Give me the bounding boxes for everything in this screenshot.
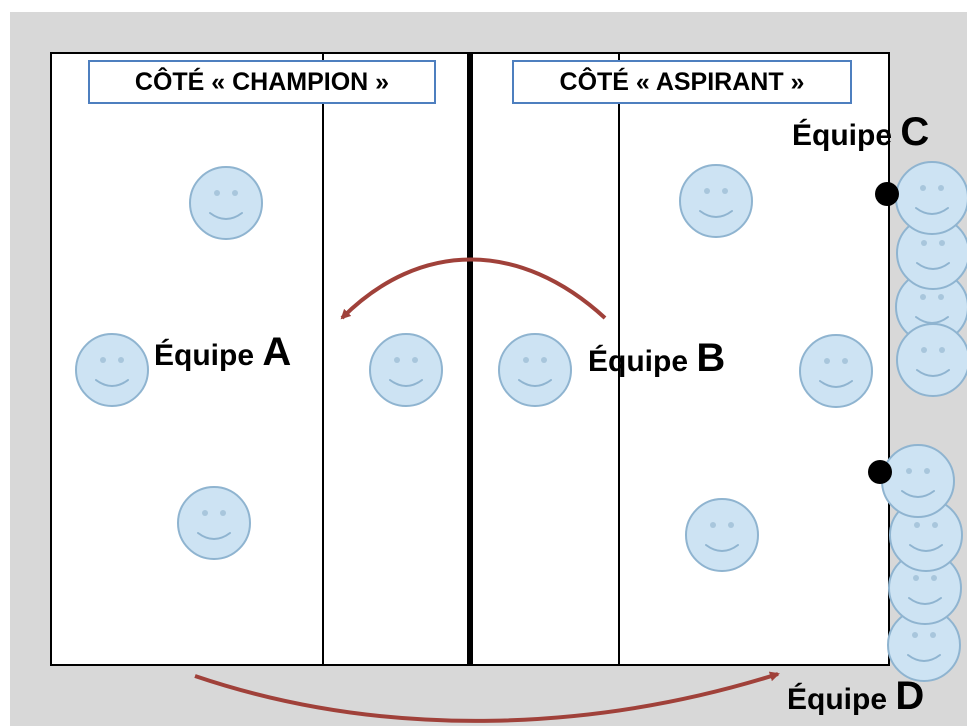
team-label-c-prefix: Équipe — [792, 119, 901, 152]
player-smiley-icon-team-a — [75, 333, 149, 407]
team-label-c: Équipe C — [792, 112, 929, 152]
rotation-arrow-to-d — [194, 671, 780, 723]
side-label-aspirant: CÔTÉ « ASPIRANT » — [512, 60, 852, 104]
team-label-a-prefix: Équipe — [154, 339, 263, 372]
team-label-c-letter: C — [900, 110, 930, 154]
entry-dot-d — [868, 460, 892, 484]
player-smiley-icon-team-d — [881, 444, 955, 518]
rotation-arrow-b-to-a — [340, 257, 607, 320]
player-smiley-icon-team-a — [369, 333, 443, 407]
player-smiley-icon-team-b — [685, 498, 759, 572]
player-smiley-icon-team-c — [896, 323, 967, 397]
team-label-d-prefix: Équipe — [787, 683, 896, 716]
players-layer — [75, 161, 967, 682]
player-smiley-icon-team-b — [498, 333, 572, 407]
player-smiley-icon-team-b — [799, 334, 873, 408]
side-label-champion: CÔTÉ « CHAMPION » — [88, 60, 436, 104]
team-label-d: Équipe D — [787, 676, 924, 716]
attack-line-aspirant — [618, 52, 620, 666]
team-label-d-letter: D — [895, 674, 925, 718]
player-smiley-icon-team-b — [679, 164, 753, 238]
team-label-a: Équipe A — [154, 332, 291, 372]
team-label-b-letter: B — [696, 336, 726, 380]
team-label-b-prefix: Équipe — [588, 345, 697, 378]
team-label-b: Équipe B — [588, 338, 725, 378]
player-smiley-icon-team-a — [189, 166, 263, 240]
entry-dot-c — [875, 182, 899, 206]
net-line — [467, 52, 473, 666]
player-smiley-icon-team-a — [177, 486, 251, 560]
player-smiley-icon-team-c — [895, 161, 967, 235]
team-label-a-letter: A — [262, 330, 292, 374]
attack-line-champion — [322, 52, 324, 666]
